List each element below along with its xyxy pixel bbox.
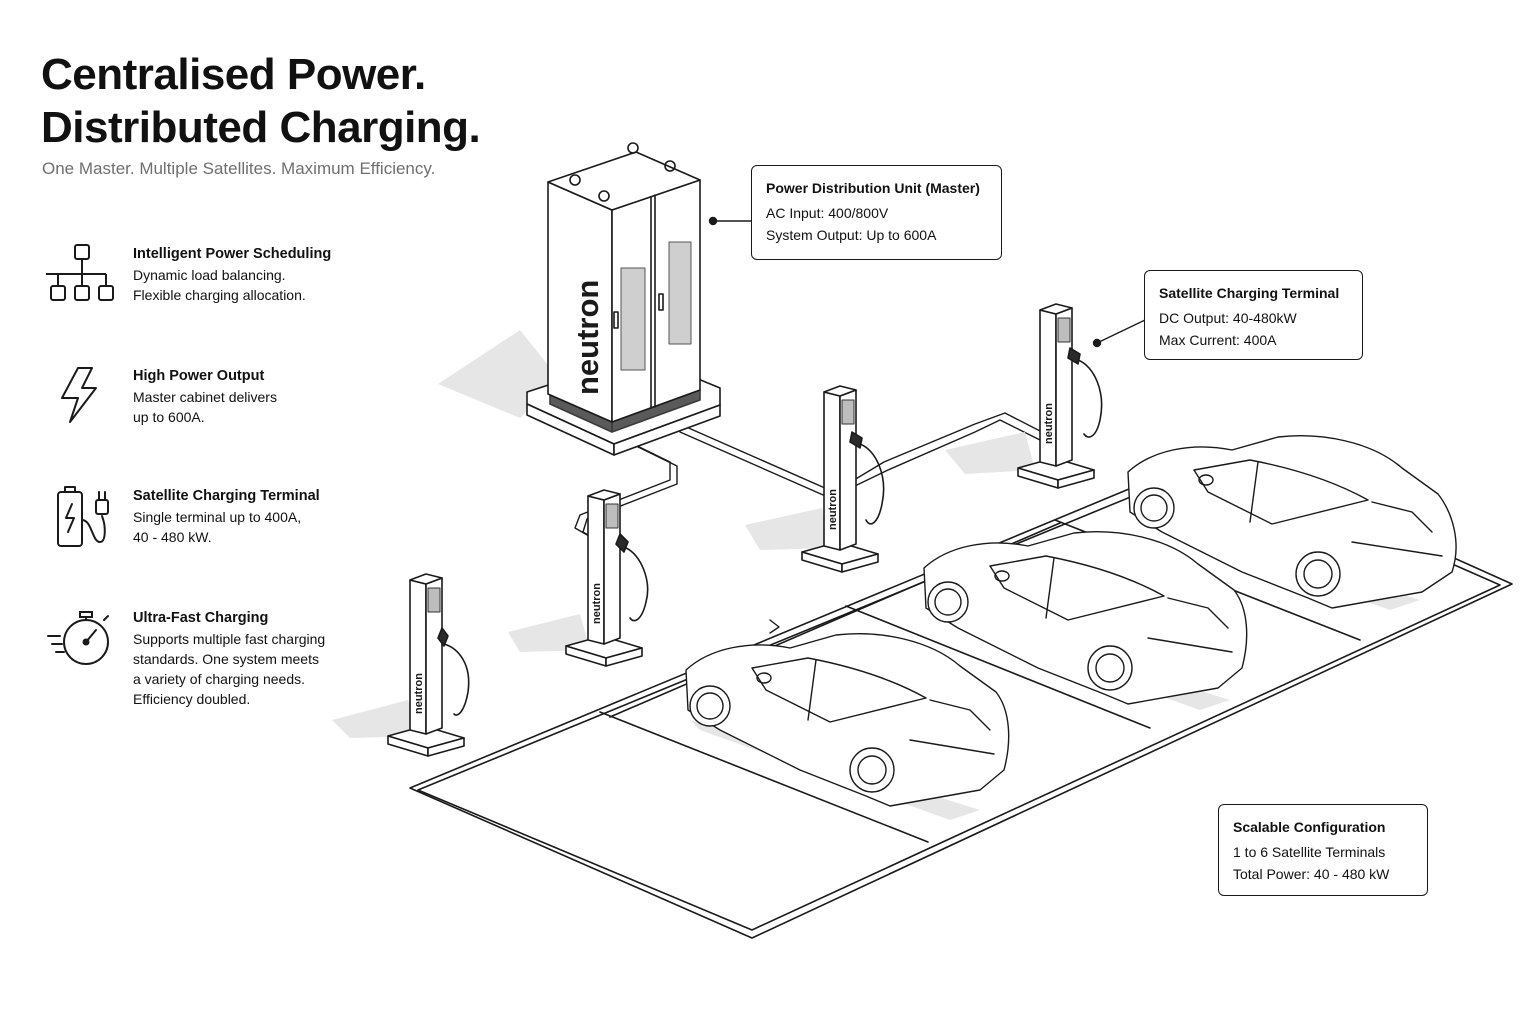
feature-power-scheduling: Intelligent Power Scheduling Dynamic loa… [46,244,376,344]
electric-car-2 [923,531,1248,705]
callout-spec: System Output: Up to 600A [766,227,937,243]
satellite-charger-4: neutron [1017,303,1103,489]
page-title: Centralised Power. Distributed Charging. [41,48,481,154]
stopwatch-icon [47,611,109,665]
feature-description: Supports multiple fast charging standard… [133,631,326,707]
feature-high-power-output: High Power Output Master cabinet deliver… [46,366,376,466]
svg-text:neutron: neutron [827,489,839,530]
cabinet-logo: neutron [570,280,605,395]
hierarchy-icon [46,244,114,301]
svg-text:neutron: neutron [1043,403,1055,444]
callout-leaders [708,216,1146,348]
electric-car-3 [1127,435,1457,609]
callout-spec: 1 to 6 Satellite Terminals [1233,844,1386,860]
page-subtitle: One Master. Multiple Satellites. Maximum… [42,159,436,178]
feature-description: Single terminal up to 400A, 40 - 480 kW. [133,509,302,545]
feature-title: Satellite Charging Terminal [133,488,320,504]
lightning-icon [61,367,97,423]
battery-plug-icon [57,486,109,547]
feature-title: High Power Output [133,368,265,384]
callout-spec: AC Input: 400/800V [766,205,889,221]
satellite-charger-2: neutron [565,489,649,667]
callout-title: Power Distribution Unit (Master) [766,180,980,196]
callout-spec: Total Power: 40 - 480 kW [1233,866,1390,882]
feature-title: Ultra-Fast Charging [133,610,269,626]
svg-text:neutron: neutron [591,583,603,624]
callout-spec: Max Current: 400A [1159,332,1277,348]
title-line-1: Centralised Power. [41,50,426,99]
callout-satellite-terminal: Satellite Charging Terminal DC Output: 4… [1144,270,1363,360]
title-line-2: Distributed Charging. [41,103,481,152]
callout-spec: DC Output: 40-480kW [1159,310,1297,326]
electric-car-1 [685,633,1010,807]
satellite-charger-1: neutron [387,573,470,757]
feature-description: Master cabinet delivers up to 600A. [133,389,277,425]
feature-title: Intelligent Power Scheduling [133,246,332,262]
feature-ultra-fast-charging: Ultra-Fast Charging Supports multiple fa… [46,608,376,708]
callout-title: Scalable Configuration [1233,819,1386,835]
svg-text:neutron: neutron [413,673,425,714]
callout-scalable-configuration: Scalable Configuration 1 to 6 Satellite … [1218,804,1428,896]
feature-satellite-terminal: Satellite Charging Terminal Single termi… [46,486,376,586]
master-cabinet: neutron [526,142,721,456]
callout-title: Satellite Charging Terminal [1159,285,1340,301]
callout-master-unit: Power Distribution Unit (Master) AC Inpu… [751,165,1002,260]
satellite-charger-3: neutron [801,385,885,573]
feature-description: Dynamic load balancing. Flexible chargin… [133,267,306,303]
